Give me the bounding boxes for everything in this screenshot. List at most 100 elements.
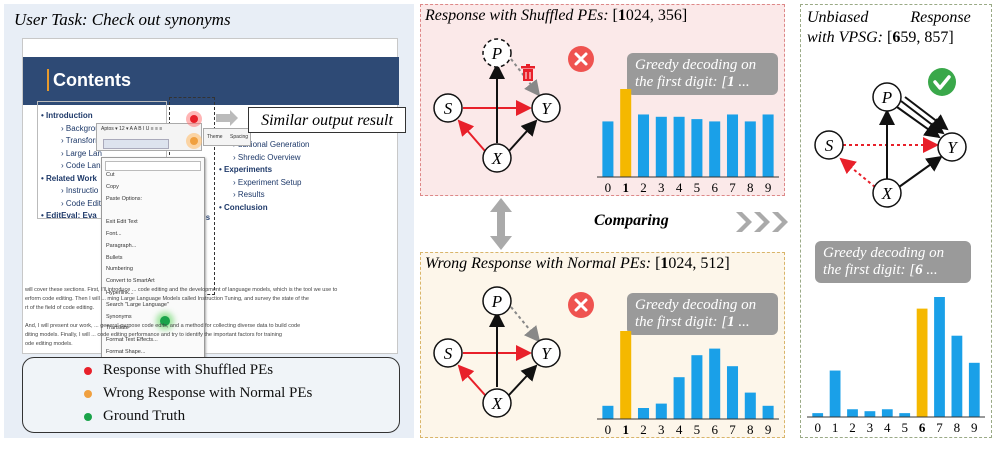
vpsg-greedy-note: Greedy decoding on the first digit: [6 .… — [815, 241, 971, 283]
bar-4 — [881, 409, 893, 417]
toc-item: › Backgrou — [61, 123, 100, 133]
tick-label-6: 6 — [919, 420, 926, 435]
toc-item: • Conclusion — [219, 202, 268, 212]
bar-7 — [726, 114, 739, 177]
context-menu-item[interactable]: Synonyms — [106, 313, 132, 320]
context-menu-item[interactable]: Search "Large Language" — [106, 301, 169, 308]
vpsg-title-line2: with VPSG: [659, 857] — [807, 29, 954, 46]
bar-7 — [726, 366, 739, 419]
tick-label-9: 9 — [765, 180, 772, 195]
tick-label-7: 7 — [936, 420, 943, 435]
bar-5 — [899, 413, 911, 417]
notes-line: diting models. Finally, I will ... code … — [25, 332, 282, 338]
context-menu-item[interactable]: Numbering — [106, 266, 133, 273]
shuffled-marker — [190, 115, 198, 123]
context-menu-item[interactable]: Paste Options: — [106, 195, 143, 202]
toc-item: • Introduction — [41, 111, 93, 120]
slide-screenshot: Contents • Introduction› Backgrou› Trans… — [22, 38, 399, 377]
bar-2 — [847, 409, 858, 417]
legend: Response with Shuffled PEs Wrong Respons… — [22, 357, 400, 433]
legend-item-shuffled: Response with Shuffled PEs — [84, 362, 274, 379]
context-menu-item[interactable]: Cut — [106, 172, 115, 178]
bar-8 — [744, 392, 756, 419]
cross-icon — [568, 292, 594, 318]
toc-item: › Large Lan — [61, 148, 102, 158]
context-menu-item[interactable]: Hyperlink... — [106, 290, 134, 296]
tick-label-1: 1 — [832, 420, 839, 435]
orange-dot-icon — [84, 390, 92, 398]
bar-4 — [673, 377, 685, 419]
tick-label-0: 0 — [605, 422, 612, 437]
toc-item: • EditEval: Eva — [41, 211, 97, 220]
shuffled-causal-graph: P S Y X — [433, 38, 561, 173]
svg-text:X: X — [881, 184, 893, 203]
svg-text:P: P — [881, 88, 892, 107]
context-menu-item[interactable]: Font... — [106, 231, 122, 237]
context-menu-item[interactable]: Copy — [106, 183, 119, 190]
tick-label-8: 8 — [747, 422, 754, 437]
shuffled-greedy-note: Greedy decoding on the first digit: [1 .… — [627, 53, 778, 95]
mini-toolbar: Aptos ▾ 12 ▾ A A B I U ≡ ≡ ≡ — [96, 123, 202, 151]
vpsg-panel: Unbiased Response with VPSG: [659, 857] … — [800, 4, 992, 438]
legend-label-ground-truth: Ground Truth — [103, 408, 186, 424]
context-menu-item[interactable]: Convert to SmartArt — [106, 278, 155, 285]
check-icon — [928, 68, 956, 96]
tick-label-2: 2 — [640, 180, 647, 195]
context-menu-item[interactable]: Translate — [106, 325, 129, 332]
bar-1 — [620, 89, 632, 177]
legend-label-wrong: Wrong Response with Normal PEs — [103, 385, 313, 401]
toc-item: › Experiment Setup — [233, 177, 302, 187]
edge-x-s — [457, 119, 486, 152]
svg-text:Y: Y — [541, 344, 552, 363]
wrong-marker — [190, 137, 198, 145]
tick-label-8: 8 — [954, 420, 961, 435]
context-menu-item[interactable]: Format Shape... — [106, 349, 146, 355]
tick-label-1: 1 — [622, 180, 629, 195]
notes-line: ode editing models. — [25, 341, 73, 347]
bar-6 — [916, 308, 928, 417]
toc-item: › Code Lan — [61, 161, 101, 170]
toolbar-field[interactable] — [103, 139, 169, 149]
trash-icon — [521, 64, 535, 81]
svg-text:S: S — [444, 99, 453, 118]
tick-label-3: 3 — [658, 422, 665, 437]
bar-4 — [673, 116, 685, 177]
similar-arrow-icon — [216, 110, 238, 126]
tick-label-5: 5 — [694, 180, 701, 195]
context-menu-item[interactable]: Exit Edit Text — [106, 219, 138, 226]
toolbar-label-theme: Theme — [207, 134, 223, 140]
toc-item: › Shredic Overview — [233, 152, 301, 162]
svg-text:S: S — [444, 344, 453, 363]
bar-3 — [655, 116, 667, 177]
context-menu-item[interactable]: Format Text Effects... — [106, 337, 158, 344]
legend-label-shuffled: Response with Shuffled PEs — [103, 362, 274, 378]
wrong-causal-graph: P S Y X — [433, 286, 561, 418]
double-arrow-icon — [490, 198, 512, 250]
toc-item: › Instructio — [61, 186, 99, 195]
context-menu-item[interactable]: Bullets — [106, 254, 123, 261]
context-menu-search[interactable] — [105, 161, 201, 171]
style-gallery[interactable]: Theme Spacing — [203, 128, 251, 146]
tick-label-6: 6 — [711, 422, 718, 437]
tick-label-9: 9 — [765, 422, 772, 437]
legend-item-wrong: Wrong Response with Normal PEs — [84, 385, 313, 402]
bar-8 — [951, 335, 963, 417]
bar-9 — [762, 405, 774, 419]
svg-text:S: S — [825, 136, 834, 155]
bar-3 — [655, 403, 667, 419]
legend-item-ground-truth: Ground Truth — [84, 408, 186, 425]
bar-1 — [620, 331, 632, 419]
slide-title: Contents — [47, 69, 131, 91]
context-menu-item[interactable]: Paragraph... — [106, 242, 137, 249]
tick-label-5: 5 — [694, 422, 701, 437]
tick-label-0: 0 — [814, 420, 821, 435]
similar-output-label: Similar output result — [248, 107, 406, 133]
wrong-title: Wrong Response with Normal PEs: [1024, 5… — [425, 255, 730, 272]
bar-5 — [691, 119, 703, 177]
bar-7 — [934, 297, 945, 417]
vpsg-causal-graph: P S Y X — [814, 82, 967, 208]
bar-0 — [812, 413, 824, 417]
bar-0 — [602, 405, 614, 419]
